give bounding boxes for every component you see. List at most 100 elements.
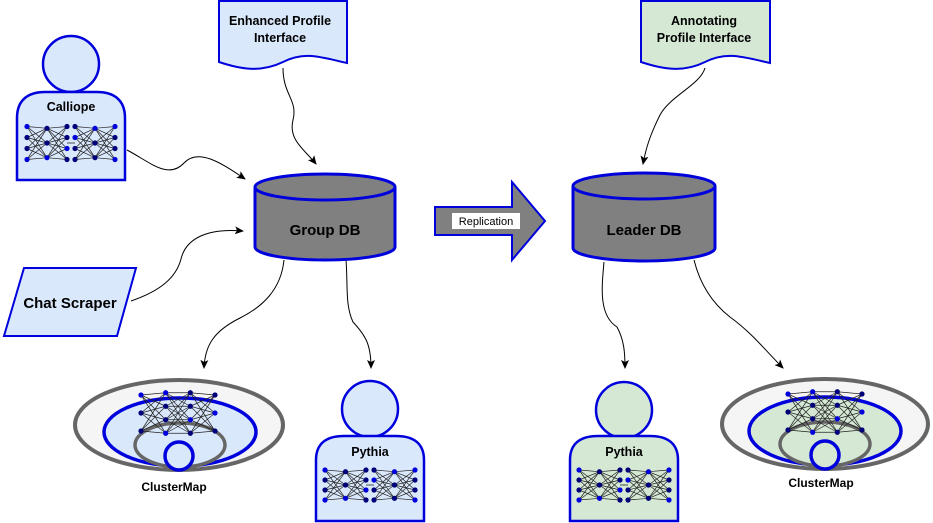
pythia-right-actor[interactable]: Pythia xyxy=(568,380,680,523)
net-edge xyxy=(190,392,216,432)
net-edge xyxy=(599,497,621,501)
net-edge xyxy=(627,489,649,499)
clustermap-right[interactable]: ClusterMap xyxy=(720,377,930,490)
net-node xyxy=(412,467,418,473)
net-edge xyxy=(373,471,395,501)
neural-net-icon xyxy=(576,467,672,503)
net-edge xyxy=(787,391,813,395)
text-line: Enhanced Profile xyxy=(229,14,331,28)
net-edge xyxy=(190,406,216,432)
net-edge xyxy=(787,411,813,420)
person-head-icon xyxy=(340,379,400,439)
connector-groupdb-to-pythia-left xyxy=(345,259,375,369)
net-edge xyxy=(373,471,395,491)
database-icon xyxy=(571,186,717,263)
net-edge xyxy=(46,137,68,144)
net-edge xyxy=(46,128,68,138)
net-edge xyxy=(394,471,416,481)
net-node xyxy=(596,469,603,475)
net-node xyxy=(92,125,98,131)
net-edge xyxy=(165,392,191,434)
net-node xyxy=(810,402,816,408)
net-edge xyxy=(787,411,813,433)
net-edge xyxy=(627,471,649,481)
net-node xyxy=(322,497,328,503)
net-edge xyxy=(837,418,863,431)
net-node xyxy=(645,495,652,501)
net-node xyxy=(44,125,50,131)
net-node xyxy=(859,427,865,433)
net-edge xyxy=(648,469,670,486)
net-node xyxy=(24,123,30,130)
net-edge xyxy=(578,471,600,491)
net-node xyxy=(371,477,377,483)
net-node xyxy=(576,477,582,483)
clustermap-left[interactable]: ClusterMap xyxy=(73,378,285,494)
net-edge xyxy=(26,128,48,149)
net-edge xyxy=(190,405,216,414)
net-node xyxy=(625,497,631,503)
net-edge xyxy=(94,148,116,158)
net-edge xyxy=(648,469,670,473)
net-node xyxy=(625,477,631,483)
pythia-left-actor[interactable]: Pythia xyxy=(314,379,426,523)
net-edge xyxy=(165,406,191,434)
net-edge xyxy=(648,471,670,501)
parallelogram-icon xyxy=(2,267,138,337)
net-edge xyxy=(599,489,621,499)
net-edge xyxy=(578,469,600,486)
net-edge xyxy=(394,484,416,491)
connector-leaderdb-to-pythia-right xyxy=(601,261,629,369)
net-node xyxy=(342,482,349,488)
calliope-actor[interactable]: Calliope xyxy=(15,34,127,182)
net-edge xyxy=(324,471,346,481)
leader-db-label: Leader DB xyxy=(606,222,681,239)
net-node xyxy=(163,417,169,423)
net-edge xyxy=(648,484,670,501)
net-node xyxy=(859,409,865,415)
net-edge xyxy=(599,484,621,501)
net-edge xyxy=(165,392,191,420)
net-edge xyxy=(627,479,649,486)
net-edge xyxy=(94,128,116,138)
net-edge xyxy=(373,469,395,473)
net-edge xyxy=(345,471,367,481)
net-edge xyxy=(140,392,166,396)
net-edge xyxy=(627,469,649,486)
net-edge xyxy=(324,484,346,491)
net-node xyxy=(596,482,603,488)
net-edge xyxy=(578,484,600,491)
net-edge xyxy=(26,126,48,158)
net-node xyxy=(138,410,144,416)
neural-net-icon xyxy=(138,390,218,436)
net-edge xyxy=(140,419,166,432)
net-node xyxy=(363,487,369,493)
net-edge xyxy=(26,148,48,158)
person-head-icon xyxy=(594,380,654,440)
net-edge xyxy=(324,489,346,499)
net-edge xyxy=(394,471,416,491)
net-node xyxy=(64,145,70,152)
net-edge xyxy=(190,392,216,396)
clustermap-left-label: ClusterMap xyxy=(141,480,206,494)
net-edge xyxy=(394,479,416,486)
net-node xyxy=(666,487,672,493)
net-edge xyxy=(26,137,48,158)
net-node xyxy=(617,497,623,503)
net-node xyxy=(412,477,418,483)
group-db[interactable]: Group DB xyxy=(253,172,397,262)
leader-db[interactable]: Leader DB xyxy=(571,171,717,263)
net-edge xyxy=(324,471,346,501)
chat-scraper-input[interactable]: Chat Scraper xyxy=(2,267,138,337)
net-node xyxy=(834,389,840,395)
connector-annotating-to-leaderdb xyxy=(640,67,706,165)
net-edge xyxy=(26,137,48,144)
connector-chatscraper-to-groupdb xyxy=(130,226,244,302)
net-edge xyxy=(74,142,96,149)
net-edge xyxy=(787,405,813,431)
net-node xyxy=(24,156,30,163)
net-edge xyxy=(165,419,191,434)
